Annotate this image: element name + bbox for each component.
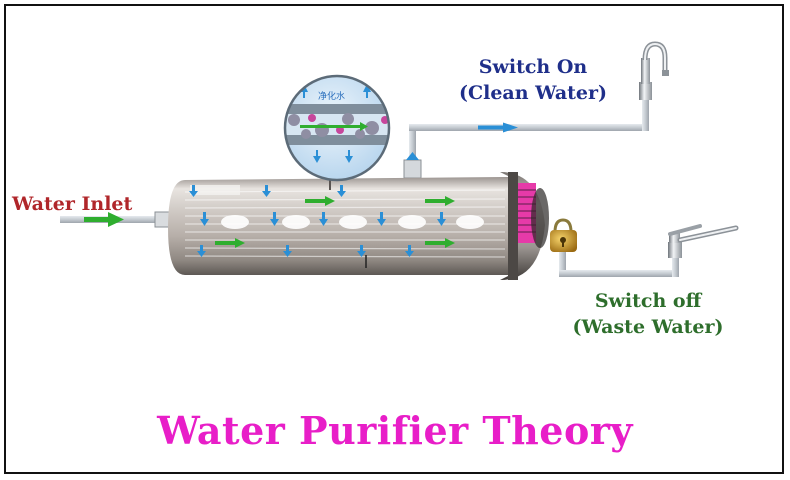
membrane-magnifier-icon: 净化水 xyxy=(283,74,391,182)
lock-valve-icon xyxy=(550,218,577,252)
membrane-label: 净化水 xyxy=(318,90,345,102)
clean-water-faucet-icon xyxy=(639,41,669,100)
switch-on-label: Switch On (Clean Water) xyxy=(433,54,633,106)
switch-off-label: Switch off (Waste Water) xyxy=(548,288,748,340)
waste-water-pipe xyxy=(559,245,679,277)
clean-water-pipe xyxy=(403,100,649,179)
switch-off-title: Switch off xyxy=(594,290,702,312)
diagram-title: Water Purifier Theory xyxy=(157,408,633,453)
internal-flow-arrows xyxy=(189,185,455,257)
filter-housing xyxy=(168,172,549,280)
waste-water-faucet-icon xyxy=(668,224,739,258)
switch-off-subtitle: (Waste Water) xyxy=(572,316,724,338)
switch-on-title: Switch On xyxy=(478,56,588,78)
switch-on-subtitle: (Clean Water) xyxy=(458,82,608,104)
water-inlet-label: Water Inlet xyxy=(12,193,133,215)
